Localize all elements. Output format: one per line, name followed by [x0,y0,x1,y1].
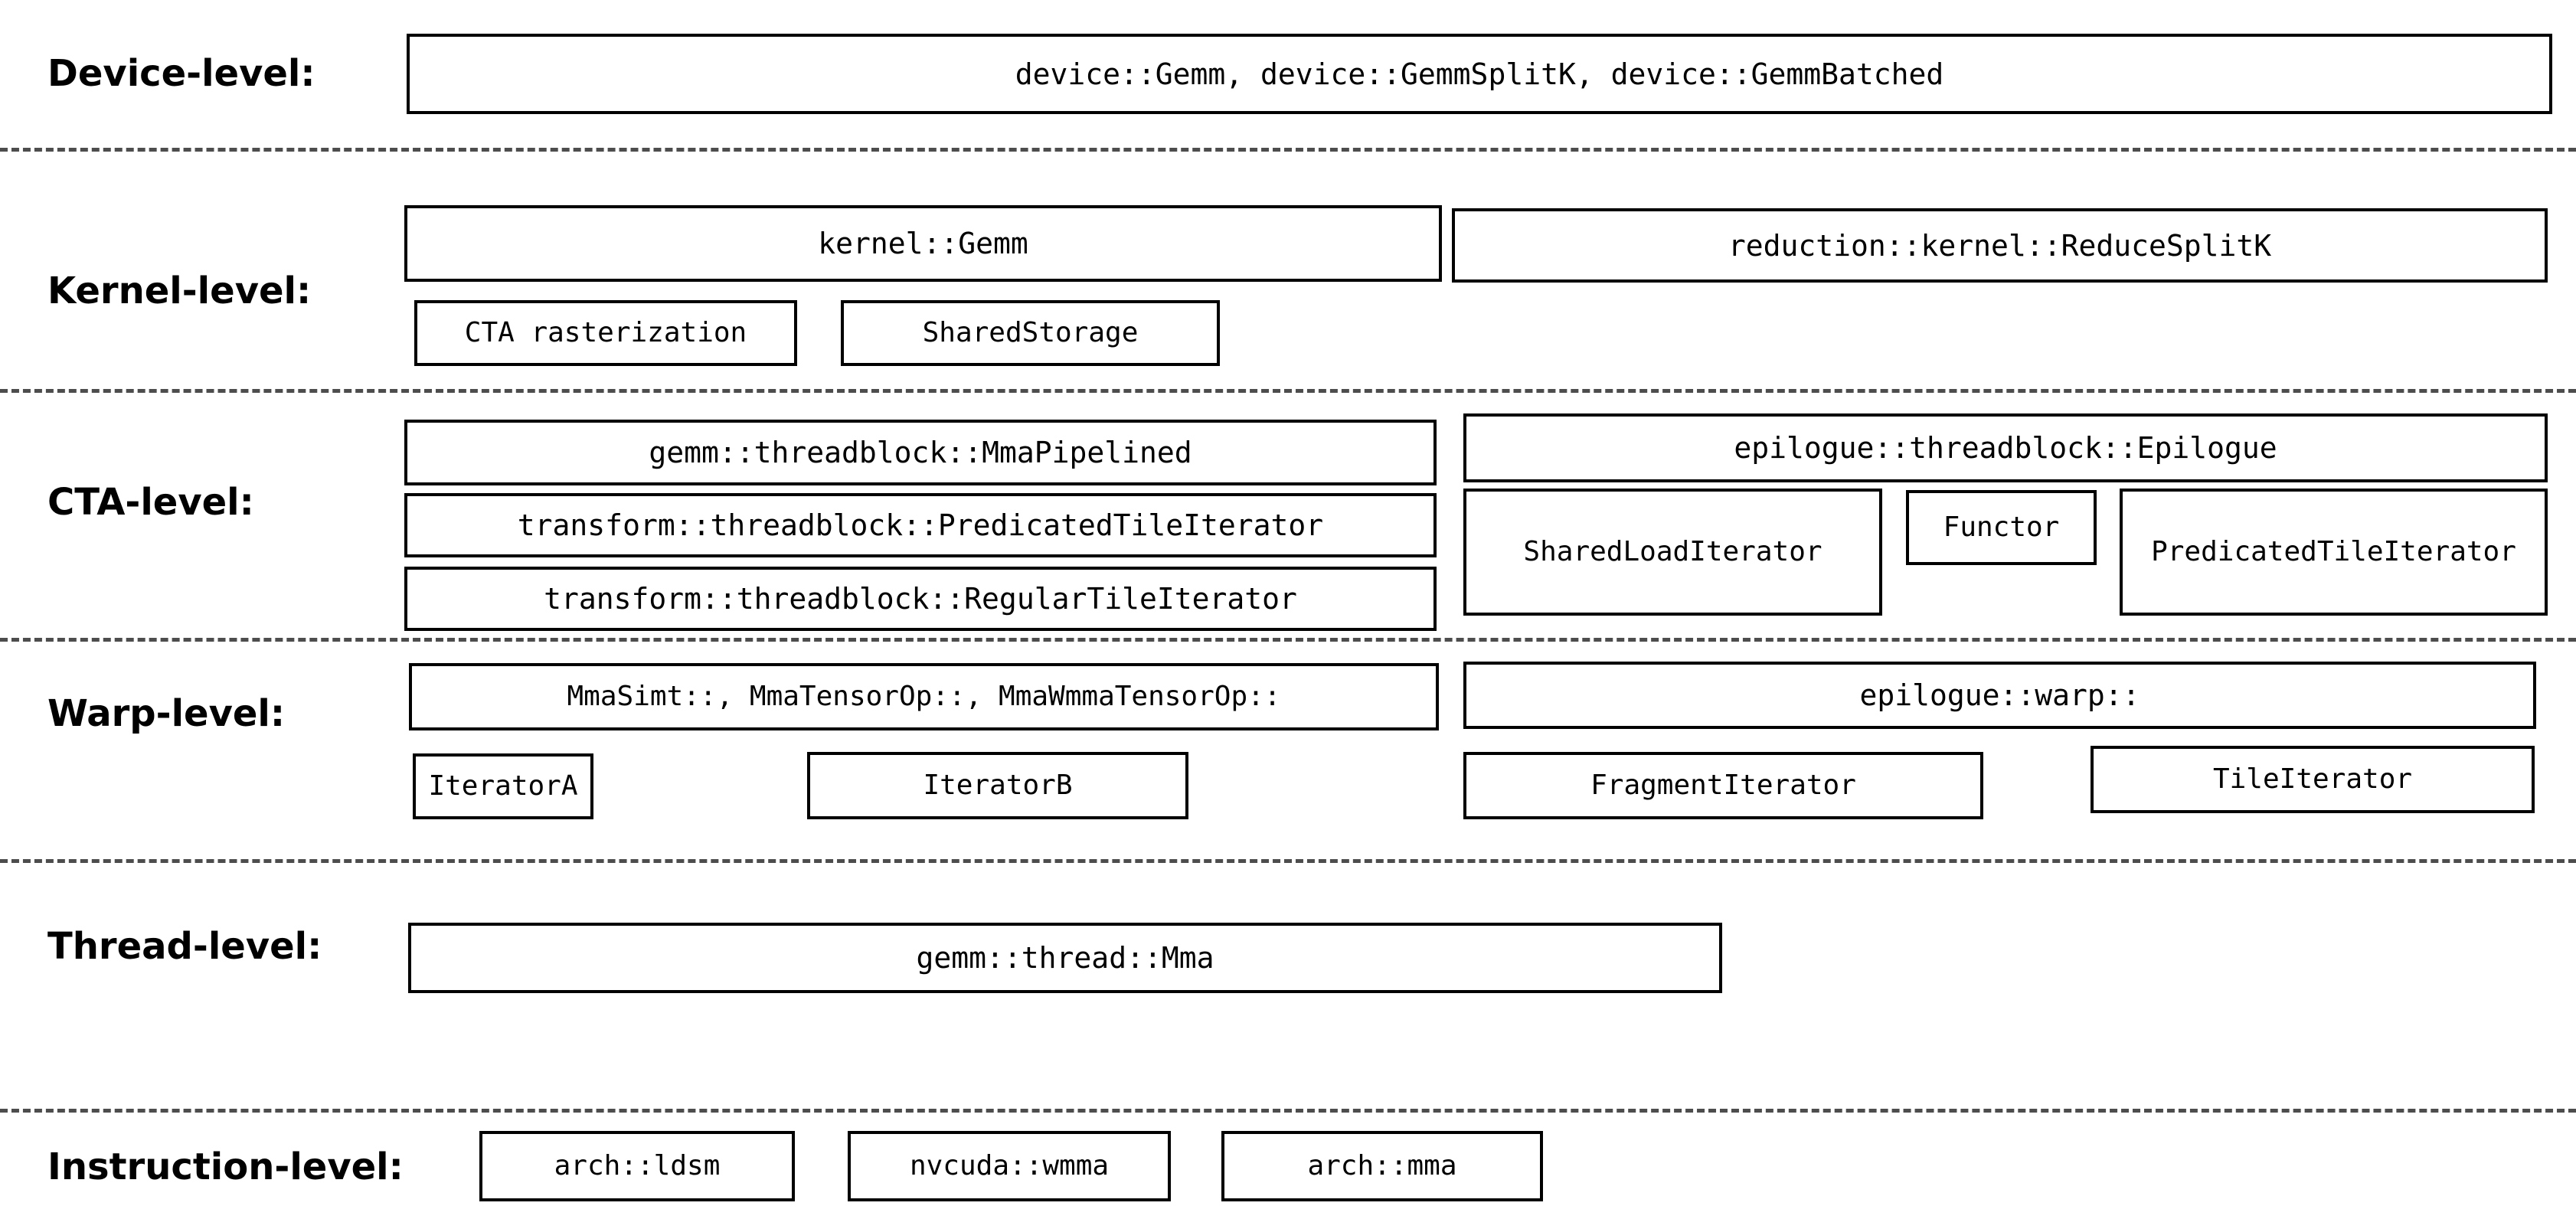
node-functor[interactable]: Functor [1906,490,2097,565]
node-shared-storage[interactable]: SharedStorage [841,300,1220,366]
node-arch-ldsm[interactable]: arch::ldsm [479,1131,795,1201]
node-tileiterator[interactable]: TileIterator [2091,746,2535,813]
node-mma-warp-ops[interactable]: MmaSimt::, MmaTensorOp::, MmaWmmaTensorO… [409,663,1439,730]
node-sharedloaditerator[interactable]: SharedLoadIterator [1463,489,1882,616]
node-iterator-b[interactable]: IteratorB [807,752,1188,819]
node-arch-mma[interactable]: arch::mma [1221,1131,1543,1201]
node-transform-threadblock-regulartileiterator[interactable]: transform::threadblock::RegularTileItera… [404,567,1437,631]
node-transform-threadblock-predicatedtileiterator[interactable]: transform::threadblock::PredicatedTileIt… [404,493,1437,557]
node-gemm-thread-mma[interactable]: gemm::thread::Mma [408,923,1722,993]
node-cta-rasterization[interactable]: CTA rasterization [414,300,797,366]
separator-kernel-cta [0,389,2576,393]
separator-cta-warp [0,638,2576,642]
node-kernel-gemm[interactable]: kernel::Gemm [404,205,1442,282]
level-label-warp: Warp-level: [47,692,286,735]
node-device-gemm[interactable]: device::Gemm, device::GemmSplitK, device… [407,34,2552,114]
node-epilogue-warp[interactable]: epilogue::warp:: [1463,662,2536,729]
separator-device-kernel [0,148,2576,152]
level-label-cta: CTA-level: [47,481,254,524]
level-label-kernel: Kernel-level: [47,270,312,312]
level-label-instruction: Instruction-level: [47,1145,404,1188]
node-iterator-a[interactable]: IteratorA [413,753,593,819]
node-nvcuda-wmma[interactable]: nvcuda::wmma [848,1131,1171,1201]
node-fragmentiterator[interactable]: FragmentIterator [1463,752,1983,819]
separator-thread-instr [0,1109,2576,1113]
node-gemm-threadblock-mmapipelined[interactable]: gemm::threadblock::MmaPipelined [404,420,1437,485]
level-label-thread: Thread-level: [47,925,322,968]
node-predicatedtileiterator[interactable]: PredicatedTileIterator [2120,489,2548,616]
separator-warp-thread [0,859,2576,863]
node-reduction-kernel-reducesplitk[interactable]: reduction::kernel::ReduceSplitK [1452,208,2548,283]
level-label-device: Device-level: [47,52,315,95]
node-epilogue-threadblock-epilogue[interactable]: epilogue::threadblock::Epilogue [1463,413,2548,482]
